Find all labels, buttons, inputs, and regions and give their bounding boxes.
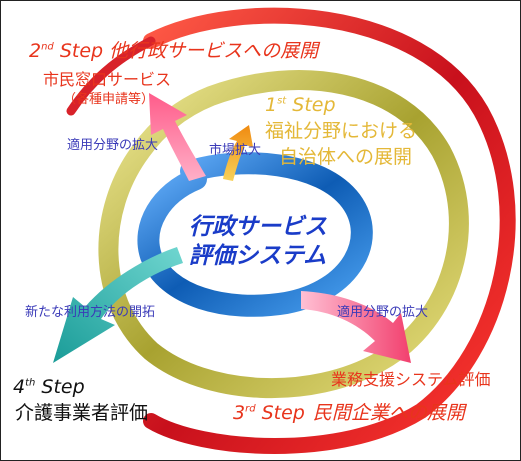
step3-title: 民間企業への展開 xyxy=(312,402,465,424)
label-lower-right-expansion: 適用分野の拡大 xyxy=(337,305,429,320)
pink-arrow-upper-left xyxy=(149,93,206,181)
step4-heading: 4th Step xyxy=(13,376,85,399)
step2-word: Step xyxy=(59,40,104,62)
step2-sub2: （各種申請等） xyxy=(63,92,155,107)
center-title-line2: 評価システム xyxy=(189,243,327,269)
orange-arrow xyxy=(223,125,253,181)
step1-word: Step xyxy=(292,94,336,116)
step2-title: 他行政サービスへの展開 xyxy=(109,40,319,62)
step1-line1: 福祉分野における xyxy=(265,120,418,142)
pink-arrow-lower-right xyxy=(301,291,411,363)
step1-line2: 自治体への展開 xyxy=(279,146,413,168)
step3-number: 3 xyxy=(233,402,246,424)
step1-heading: 1st Step xyxy=(265,94,336,117)
label-upper-left-expansion: 適用分野の拡大 xyxy=(67,138,159,153)
step3-heading: 3rd Step 民間企業への展開 xyxy=(233,402,465,425)
step2-sub1: 市民窓口サービス xyxy=(43,70,172,89)
step3-sub: 業務支援システム評価 xyxy=(331,370,491,389)
red-ring xyxy=(66,7,516,454)
step1-number: 1 xyxy=(265,94,278,116)
step4-suffix: th xyxy=(25,377,36,389)
teal-arrow xyxy=(53,247,183,363)
label-new-use: 新たな利用方法の開拓 xyxy=(25,305,156,320)
step2-heading: 2nd Step 他行政サービスへの展開 xyxy=(29,40,319,63)
olive-ring xyxy=(98,70,469,399)
step4-number: 4 xyxy=(13,376,26,398)
step3-word: Step xyxy=(261,402,305,424)
step2-suffix: nd xyxy=(41,41,54,53)
step2-number: 2 xyxy=(29,40,42,62)
step4-word: Step xyxy=(41,376,85,398)
blue-swirl xyxy=(137,152,373,317)
step3-suffix: rd xyxy=(245,403,256,415)
label-market-expansion: 市場拡大 xyxy=(209,143,262,158)
step4-sub: 介護事業者評価 xyxy=(15,402,149,424)
center-title-line1: 行政サービス xyxy=(189,214,327,240)
step1-suffix: st xyxy=(277,95,287,107)
